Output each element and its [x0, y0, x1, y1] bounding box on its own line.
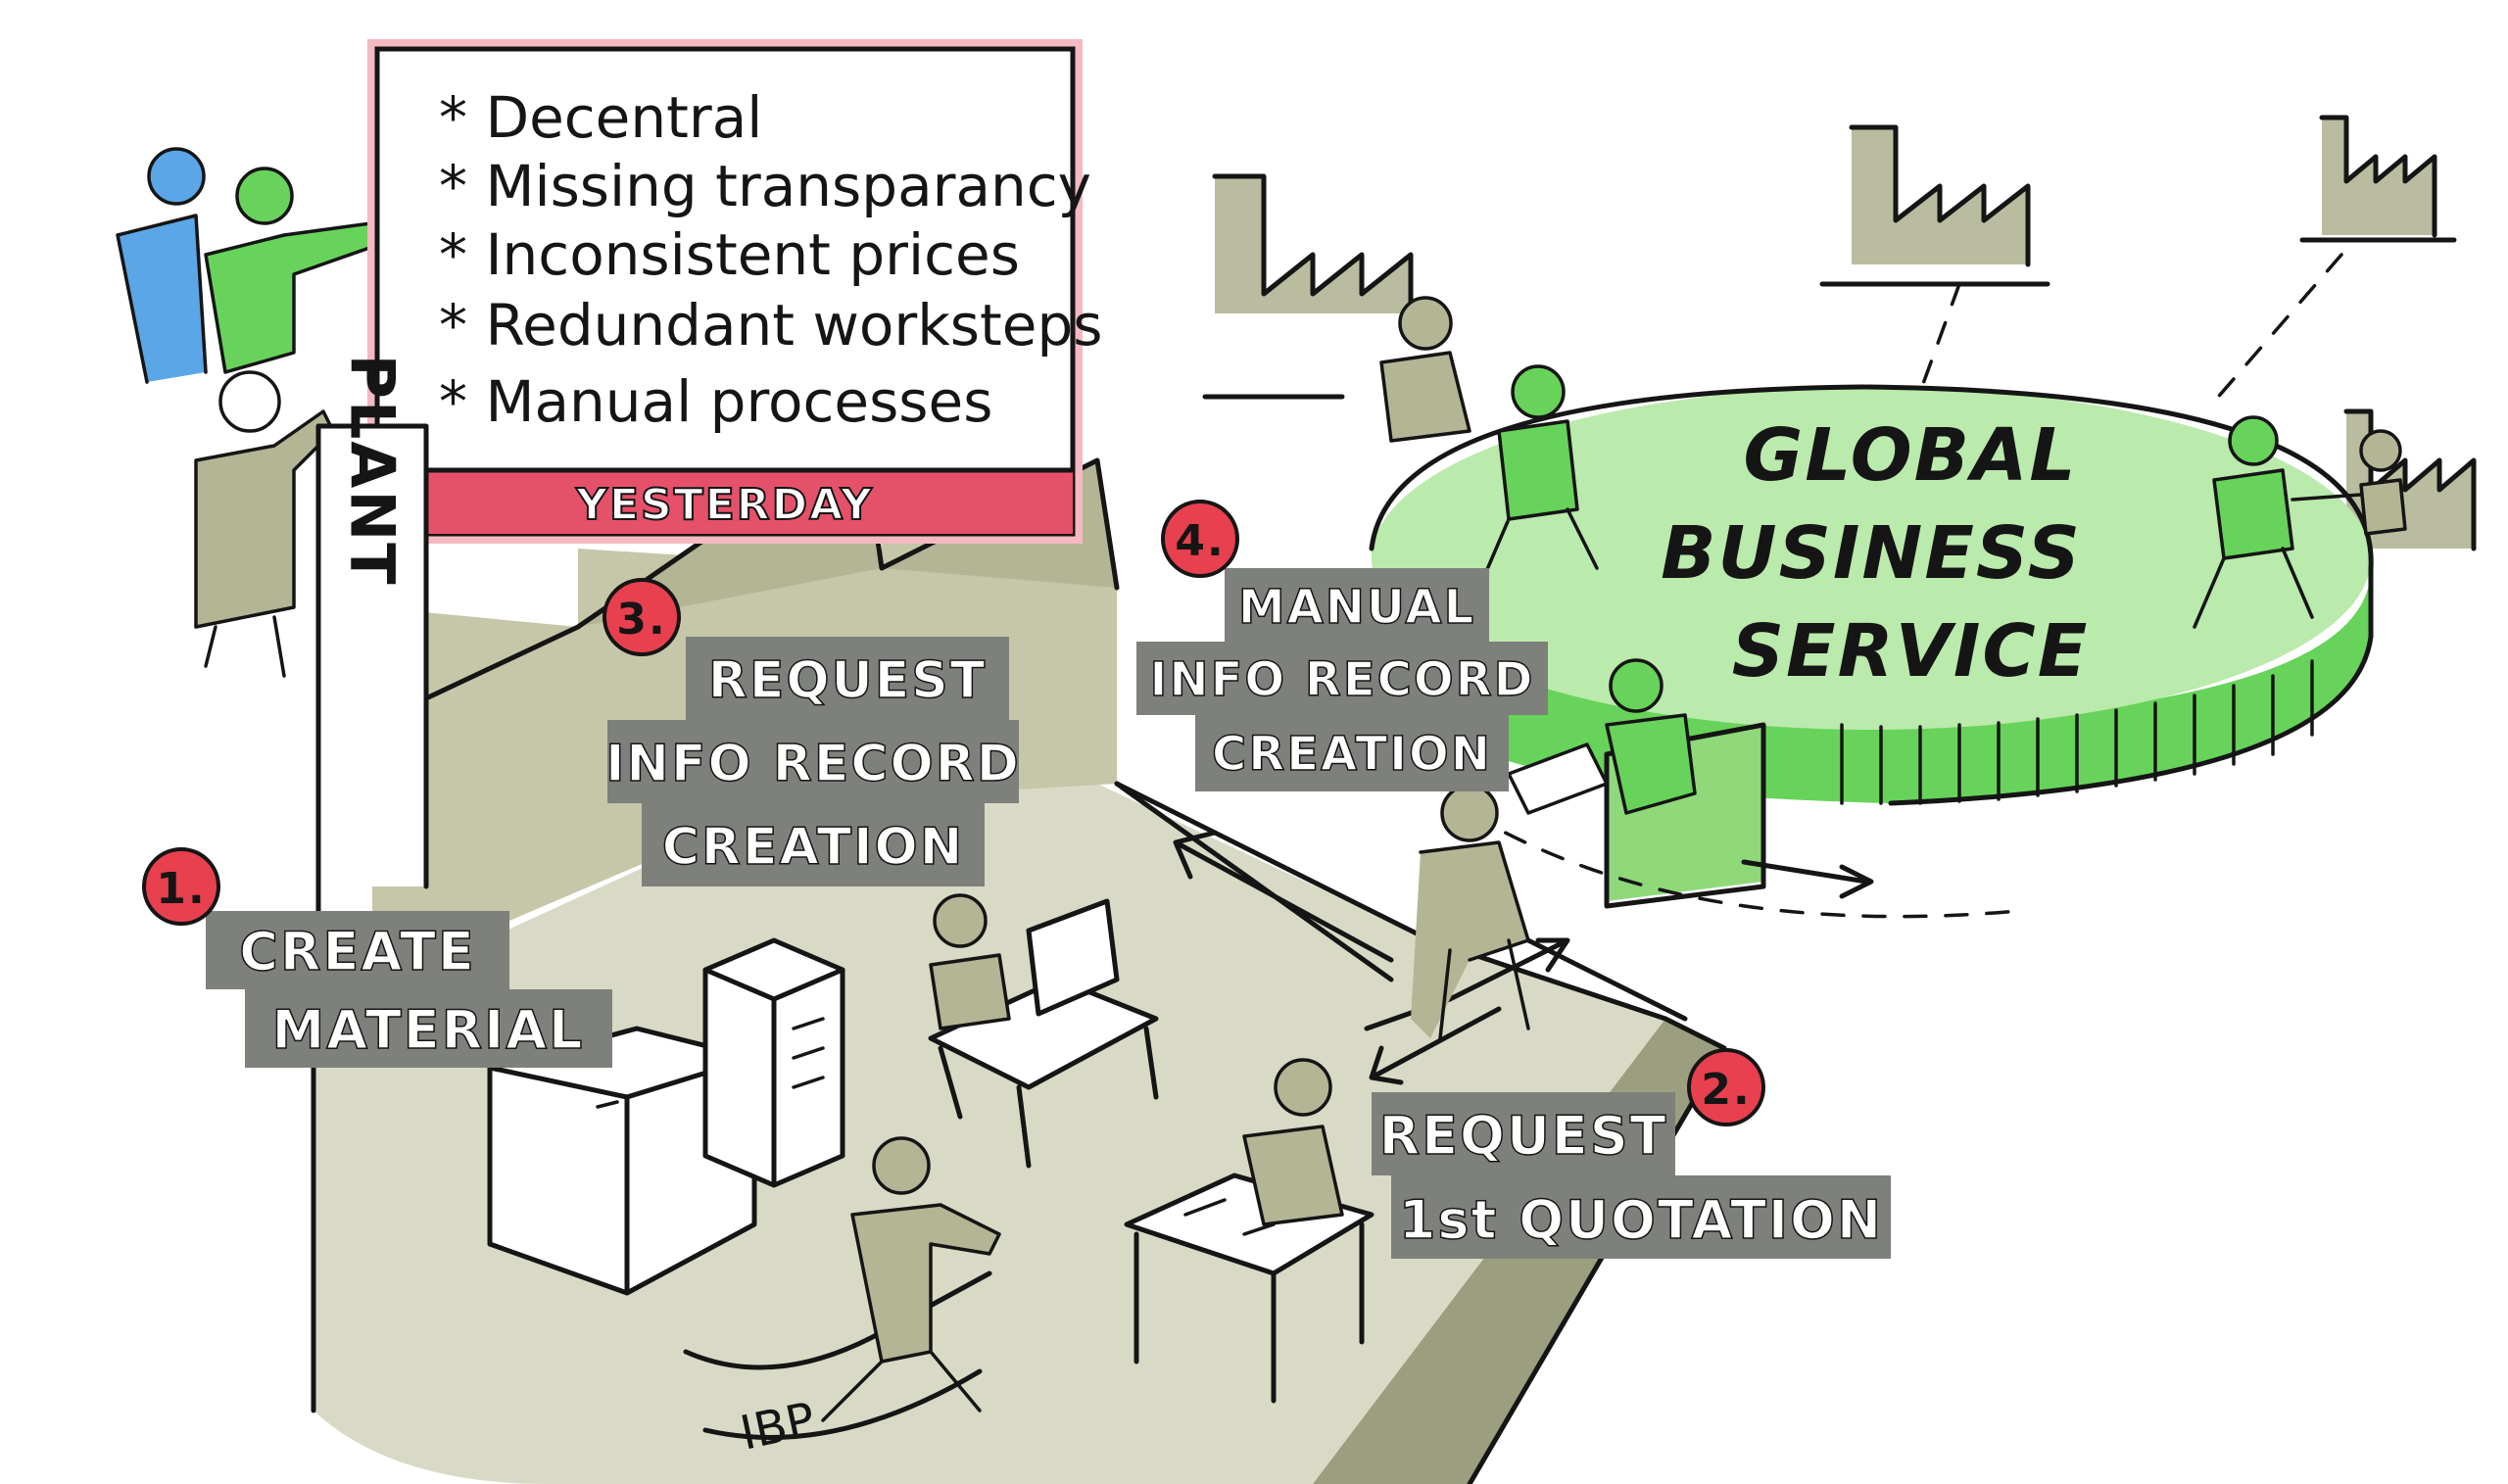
step-line: CREATE [239, 921, 475, 982]
person-carrying [1411, 742, 1609, 1040]
gbs-platform [1323, 384, 2374, 919]
gbs-line: BUSINESS [1661, 511, 2082, 596]
filing-cabinet [487, 1026, 757, 1296]
step-line: REQUEST [1379, 1105, 1668, 1167]
step-line: INFO RECORD [605, 735, 1021, 793]
yesterday-box: * Decentral * Missing transparancy * Inc… [367, 39, 1102, 544]
yesterday-item: * Redundant worksteps [439, 292, 1102, 359]
yesterday-item: * Decentral [439, 84, 762, 151]
person-handshake [2291, 429, 2407, 536]
step-3: 3. REQUEST INFO RECORD CREATION [603, 578, 1021, 886]
person-cabinet [821, 1136, 1001, 1422]
person-desk [929, 893, 1011, 1030]
factory-right [2212, 115, 2457, 404]
factory-left [1202, 173, 1414, 400]
gbs-line: SERVICE [1732, 609, 2090, 694]
person-plant-worker [194, 370, 335, 678]
step-line: INFO RECORD [1150, 652, 1535, 707]
step-line: 1st QUOTATION [1399, 1189, 1883, 1251]
person-green-platform [1605, 658, 1697, 815]
desk-computer [928, 898, 1159, 1169]
yesterday-item: * Missing transparancy [439, 153, 1091, 219]
yesterday-item: * Inconsistent prices [439, 221, 1020, 288]
step-number: 4. [1175, 516, 1225, 566]
person-phone [1242, 1058, 1344, 1226]
step-number: 1. [156, 864, 206, 914]
step-line: REQUEST [708, 651, 987, 710]
person-runner-right [2193, 415, 2314, 629]
step-2: 2. REQUEST 1st QUOTATION [1372, 1048, 1891, 1259]
person-green-pointing [204, 167, 394, 374]
gbs-line: GLOBAL [1744, 413, 2078, 498]
step-line: CREATION [1212, 727, 1492, 782]
server-tower [702, 937, 845, 1188]
step-number: 2. [1701, 1065, 1751, 1115]
step-line: MATERIAL [272, 999, 585, 1061]
yesterday-footer: YESTERDAY [575, 480, 874, 530]
step-4: 4. MANUAL INFO RECORD CREATION [1136, 500, 1548, 791]
step-number: 3. [616, 595, 666, 645]
plant-label: PLANT [337, 354, 409, 586]
step-line: CREATION [662, 818, 964, 877]
gbs-title: GLOBAL BUSINESS SERVICE [1661, 413, 2090, 694]
person-runner-left [1379, 296, 1471, 443]
yesterday-item: * Manual processes [439, 368, 992, 435]
person-blue [116, 147, 208, 384]
step-line: MANUAL [1238, 580, 1475, 635]
factory-middle [1819, 124, 2050, 394]
step-1: 1. CREATE MATERIAL [142, 847, 612, 1068]
